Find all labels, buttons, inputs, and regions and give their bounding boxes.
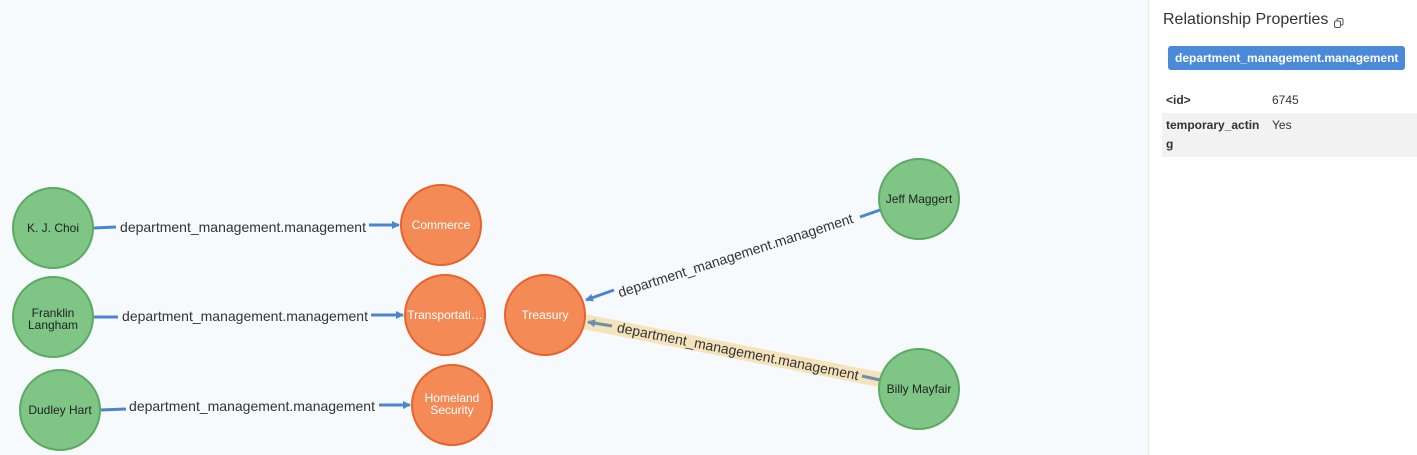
node-treasury[interactable]: Treasury xyxy=(504,274,586,356)
node-label: Jeff Maggert xyxy=(886,192,953,206)
properties-table: <id> 6745 temporary_acting Yes xyxy=(1162,88,1417,157)
relationship-label: department_management.management xyxy=(616,319,860,383)
relationship-mayfair-treasury-selected[interactable]: department_management.management xyxy=(578,314,890,388)
relationship-type-badge[interactable]: department_management.management xyxy=(1168,46,1406,70)
node-billy-mayfair[interactable]: Billy Mayfair xyxy=(878,348,960,430)
node-label: Transportati… xyxy=(407,308,483,322)
relationship-label: department_management.management xyxy=(122,308,368,324)
copy-icon[interactable] xyxy=(1334,15,1344,28)
node-homeland-security[interactable]: Homeland Security xyxy=(411,364,493,446)
property-key: temporary_acting xyxy=(1162,113,1268,157)
property-value: 6745 xyxy=(1272,93,1299,107)
relationship-label: department_management.management xyxy=(129,398,375,414)
node-label: Billy Mayfair xyxy=(887,382,952,396)
panel-title: Relationship Properties xyxy=(1163,11,1329,28)
node-label-line2: Security xyxy=(430,403,473,417)
property-row: <id> 6745 xyxy=(1162,88,1417,113)
node-label-line1: Homeland xyxy=(425,391,480,405)
relationship-choi-commerce[interactable]: department_management.management xyxy=(93,219,400,235)
property-row: temporary_acting Yes xyxy=(1162,113,1417,157)
node-label: K. J. Choi xyxy=(27,221,79,235)
properties-panel: Relationship Properties department_manag… xyxy=(1148,0,1417,455)
panel-header: Relationship Properties xyxy=(1163,11,1344,29)
relationship-maggert-treasury[interactable]: department_management.management xyxy=(585,208,881,302)
relationship-label: department_management.management xyxy=(616,210,855,300)
graph-canvas[interactable]: department_management.management departm… xyxy=(0,0,1148,455)
node-label: Dudley Hart xyxy=(28,403,92,417)
node-label: Treasury xyxy=(522,308,569,322)
selection-halo xyxy=(578,314,890,388)
relationship-langham-transportation[interactable]: department_management.management xyxy=(94,308,404,324)
relationship-hart-homeland[interactable]: department_management.management xyxy=(99,398,411,414)
node-transportation[interactable]: Transportati… xyxy=(404,274,486,356)
relationship-label: department_management.management xyxy=(120,219,366,235)
node-commerce[interactable]: Commerce xyxy=(400,184,482,266)
node-jeff-maggert[interactable]: Jeff Maggert xyxy=(878,158,960,240)
property-key: <id> xyxy=(1166,93,1191,107)
node-k-j-choi[interactable]: K. J. Choi xyxy=(12,187,94,269)
node-dudley-hart[interactable]: Dudley Hart xyxy=(19,369,101,451)
node-franklin-langham[interactable]: Franklin Langham xyxy=(12,276,94,358)
node-label-line2: Langham xyxy=(28,318,78,332)
node-label-line1: Franklin xyxy=(32,306,75,320)
graph-svg[interactable]: department_management.management departm… xyxy=(0,0,1148,455)
node-label: Commerce xyxy=(412,218,471,232)
property-value: Yes xyxy=(1268,113,1417,157)
